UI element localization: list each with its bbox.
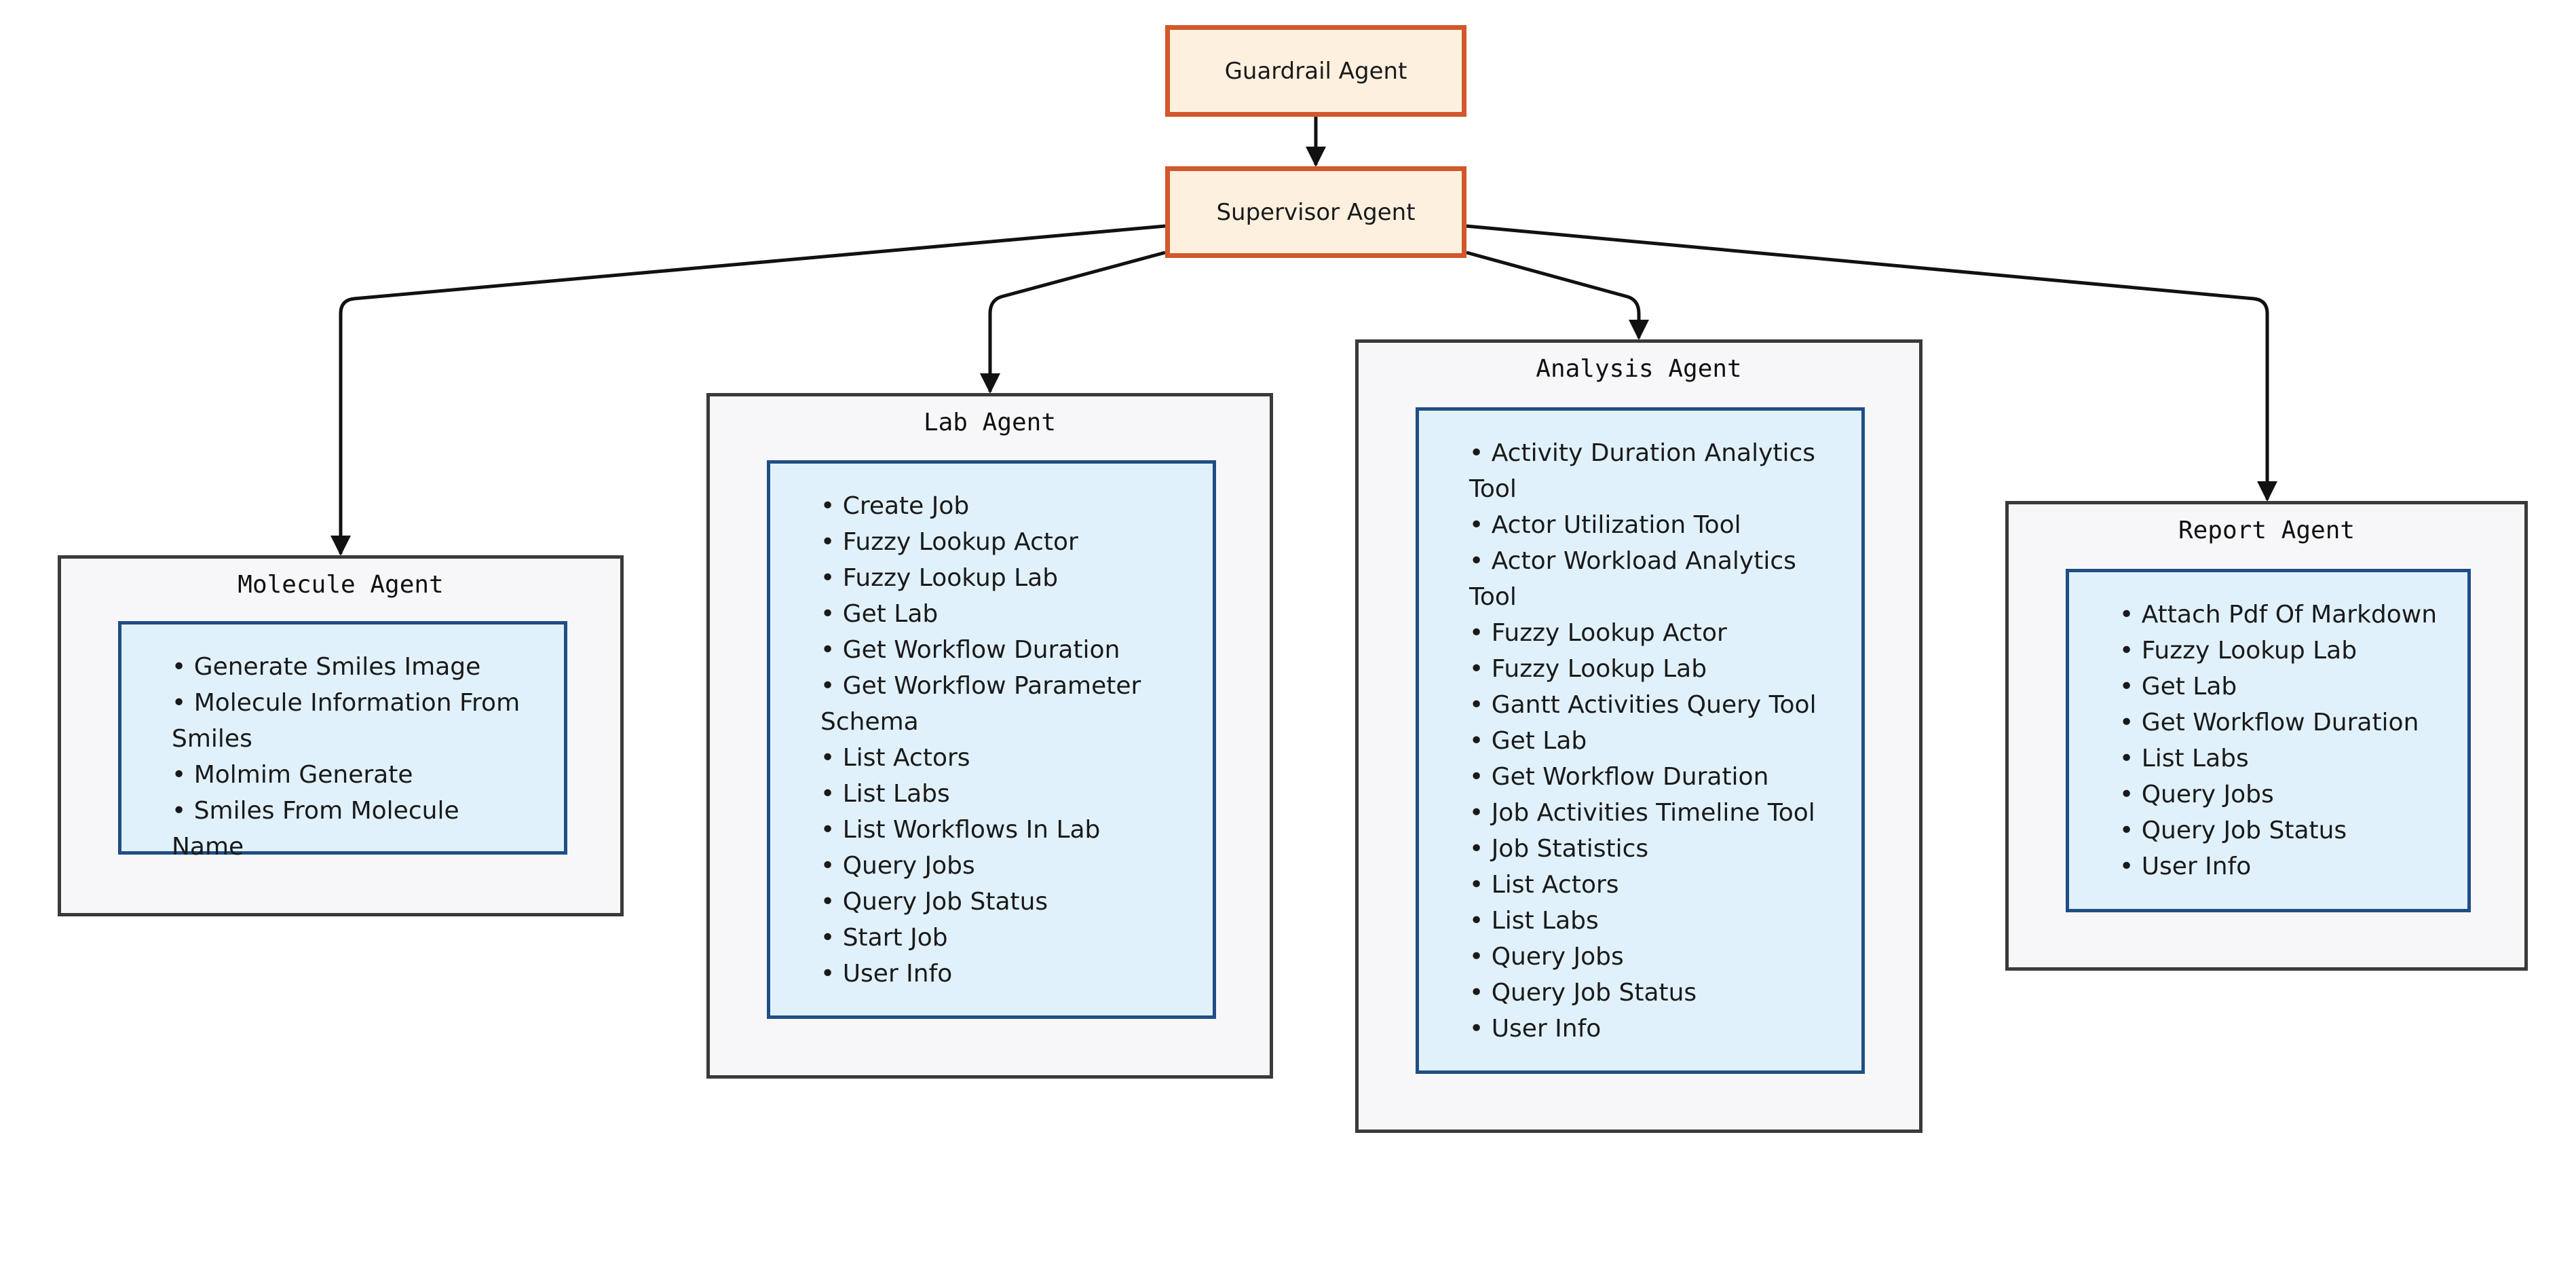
tool-item: Query Job Status: [820, 884, 1186, 920]
tool-item: User Info: [1469, 1011, 1834, 1047]
tool-item: Actor Utilization Tool: [1469, 507, 1834, 543]
tool-item: Molmim Generate: [172, 757, 537, 793]
tool-item: Job Statistics: [1469, 831, 1834, 867]
lab-agent-group: Lab Agent Create JobFuzzy Lookup ActorFu…: [706, 393, 1273, 1079]
tool-item: Fuzzy Lookup Actor: [1469, 615, 1834, 651]
tool-item: List Labs: [1469, 903, 1834, 939]
molecule-agent-tool-list: Generate Smiles ImageMolecule Informatio…: [172, 649, 537, 865]
tool-item: Get Lab: [820, 596, 1186, 632]
tool-item: Create Job: [820, 488, 1186, 524]
tool-item: Get Lab: [1469, 723, 1834, 759]
tool-item: List Actors: [1469, 867, 1834, 903]
lab-agent-tool-list: Create JobFuzzy Lookup ActorFuzzy Lookup…: [820, 488, 1186, 992]
molecule-agent-group: Molecule Agent Generate Smiles ImageMole…: [58, 555, 624, 916]
tool-item: Get Workflow Duration: [820, 632, 1186, 668]
molecule-agent-title: Molecule Agent: [238, 571, 444, 599]
tool-item: Smiles From Molecule Name: [172, 793, 537, 865]
tool-item: Fuzzy Lookup Lab: [1469, 651, 1834, 687]
tool-item: Job Activities Timeline Tool: [1469, 795, 1834, 831]
report-agent-group: Report Agent Attach Pdf Of MarkdownFuzzy…: [2005, 501, 2528, 971]
analysis-agent-title: Analysis Agent: [1536, 355, 1742, 383]
tool-item: User Info: [820, 956, 1186, 992]
tool-item: Gantt Activities Query Tool: [1469, 687, 1834, 723]
tool-item: Get Workflow Duration: [2119, 705, 2440, 741]
tool-item: List Actors: [820, 740, 1186, 776]
tool-item: Activity Duration Analytics Tool: [1469, 435, 1834, 507]
molecule-agent-tools-box: Generate Smiles ImageMolecule Informatio…: [118, 621, 567, 861]
tool-item: Fuzzy Lookup Lab: [2119, 633, 2440, 669]
tool-item: List Workflows In Lab: [820, 812, 1186, 848]
guardrail-agent-label: Guardrail Agent: [1224, 57, 1407, 85]
tool-item: User Info: [2119, 848, 2440, 884]
tool-item: Generate Smiles Image: [172, 649, 537, 685]
tool-item: Get Lab: [2119, 669, 2440, 705]
edge-supervisor-to-lab: [980, 250, 1166, 394]
tool-item: Fuzzy Lookup Actor: [820, 524, 1186, 560]
supervisor-agent-label: Supervisor Agent: [1216, 198, 1416, 226]
report-agent-tool-list: Attach Pdf Of MarkdownFuzzy Lookup LabGe…: [2119, 597, 2440, 884]
analysis-agent-group: Analysis Agent Activity Duration Analyti…: [1355, 339, 1922, 1133]
tool-item: Query Jobs: [1469, 939, 1834, 975]
edge-supervisor-to-molecule: [330, 224, 1166, 556]
tool-item: List Labs: [2119, 741, 2440, 777]
tool-item: Query Job Status: [2119, 813, 2440, 848]
guardrail-agent-node: Guardrail Agent: [1165, 25, 1466, 117]
tool-item: Start Job: [820, 920, 1186, 956]
tool-item: Query Jobs: [2119, 777, 2440, 813]
tool-item: Query Job Status: [1469, 975, 1834, 1011]
edge-supervisor-to-analysis: [1466, 250, 1649, 340]
lab-agent-tools-box: Create JobFuzzy Lookup ActorFuzzy Lookup…: [767, 460, 1216, 1019]
analysis-agent-tools-box: Activity Duration Analytics ToolActor Ut…: [1416, 407, 1865, 1074]
tool-item: Actor Workload Analytics Tool: [1469, 543, 1834, 615]
lab-agent-title: Lab Agent: [923, 409, 1057, 436]
analysis-agent-tool-list: Activity Duration Analytics ToolActor Ut…: [1469, 435, 1834, 1047]
tool-item: Attach Pdf Of Markdown: [2119, 597, 2440, 633]
tool-item: List Labs: [820, 776, 1186, 812]
report-agent-tools-box: Attach Pdf Of MarkdownFuzzy Lookup LabGe…: [2066, 569, 2471, 912]
report-agent-title: Report Agent: [2178, 517, 2355, 544]
tool-item: Get Workflow Parameter Schema: [820, 668, 1186, 740]
tool-item: Query Jobs: [820, 848, 1186, 884]
tool-item: Get Workflow Duration: [1469, 759, 1834, 795]
supervisor-agent-node: Supervisor Agent: [1165, 166, 1466, 258]
tool-item: Fuzzy Lookup Lab: [820, 560, 1186, 596]
tool-item: Molecule Information From Smiles: [172, 685, 537, 757]
edge-supervisor-to-report: [1466, 224, 2277, 502]
